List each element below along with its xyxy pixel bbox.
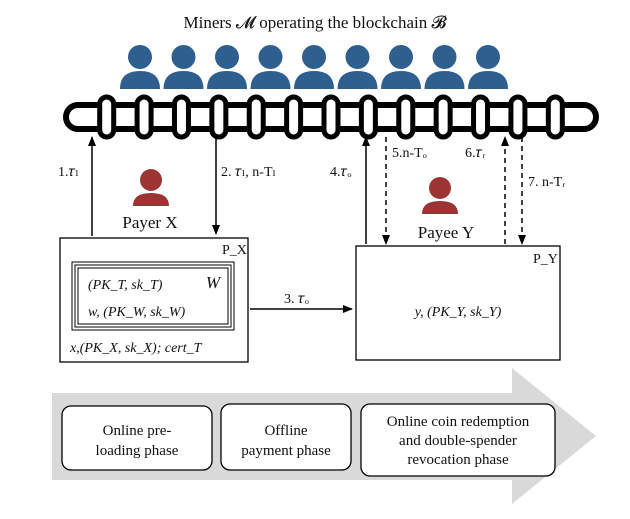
phase-3-line-1: Online coin redemption xyxy=(387,414,530,430)
arrow-3-label: 3. 𝜏ₒ xyxy=(284,292,309,307)
miner-person-icon xyxy=(381,45,421,89)
miner-person-icon xyxy=(120,45,160,89)
miner-person-icon xyxy=(468,45,508,89)
arrow-4-label: 4.𝜏ₒ xyxy=(330,165,351,180)
miner-person-icon xyxy=(207,45,247,89)
phase-box-3 xyxy=(360,403,556,477)
miner-person-icon xyxy=(337,45,378,89)
wallet-line-2: w, (PK_W, sk_W) xyxy=(88,305,186,320)
payer-footer: x,(PK_X, sk_X); cert_T xyxy=(69,341,203,356)
payer-name: Payer X xyxy=(122,213,177,232)
payee-content: y, (PK_Y, sk_Y) xyxy=(413,305,502,320)
arrow-2-label: 2. 𝜏ₗ, n-Tₗ xyxy=(221,165,276,180)
phase-box-2 xyxy=(220,403,352,471)
payee-person-icon xyxy=(422,177,458,214)
phase-2-line-1: Offline xyxy=(264,423,307,439)
payee-name: Payee Y xyxy=(418,223,475,242)
phase-3-line-2: and double-spender xyxy=(399,433,517,449)
phase-2-line-2: payment phase xyxy=(241,443,331,459)
phase-3-line-3: revocation phase xyxy=(407,452,509,468)
miner-person-icon xyxy=(163,45,204,89)
wallet-line-1: (PK_T, sk_T) xyxy=(88,278,163,293)
miner-person-icon xyxy=(294,45,334,89)
payer-box-label: P_X xyxy=(222,243,247,258)
wallet-label: W xyxy=(206,273,222,292)
payer-person-icon xyxy=(133,169,169,206)
miners-row xyxy=(120,45,508,89)
miner-person-icon xyxy=(250,45,291,89)
arrow-7-label: 7. n-Tᵣ xyxy=(528,175,565,190)
payee-box xyxy=(355,245,561,361)
wallet-box xyxy=(71,261,235,331)
payee-box-label: P_Y xyxy=(533,252,558,267)
phase-box-1 xyxy=(61,405,213,471)
arrow-1-label: 1.𝜏ₗ xyxy=(58,165,79,180)
chain-icon xyxy=(63,94,599,140)
arrow-6-label: 6.𝜏ᵣ xyxy=(465,146,486,161)
phase-1-line-2: loading phase xyxy=(96,443,179,459)
miner-person-icon xyxy=(424,45,465,89)
payer-box xyxy=(59,237,249,363)
phase-1-line-1: Online pre- xyxy=(103,423,172,439)
arrow-5-label: 5.n-Tₒ xyxy=(392,146,427,161)
diagram-title: Miners 𝓜 operating the blockchain 𝓑 xyxy=(184,13,448,32)
